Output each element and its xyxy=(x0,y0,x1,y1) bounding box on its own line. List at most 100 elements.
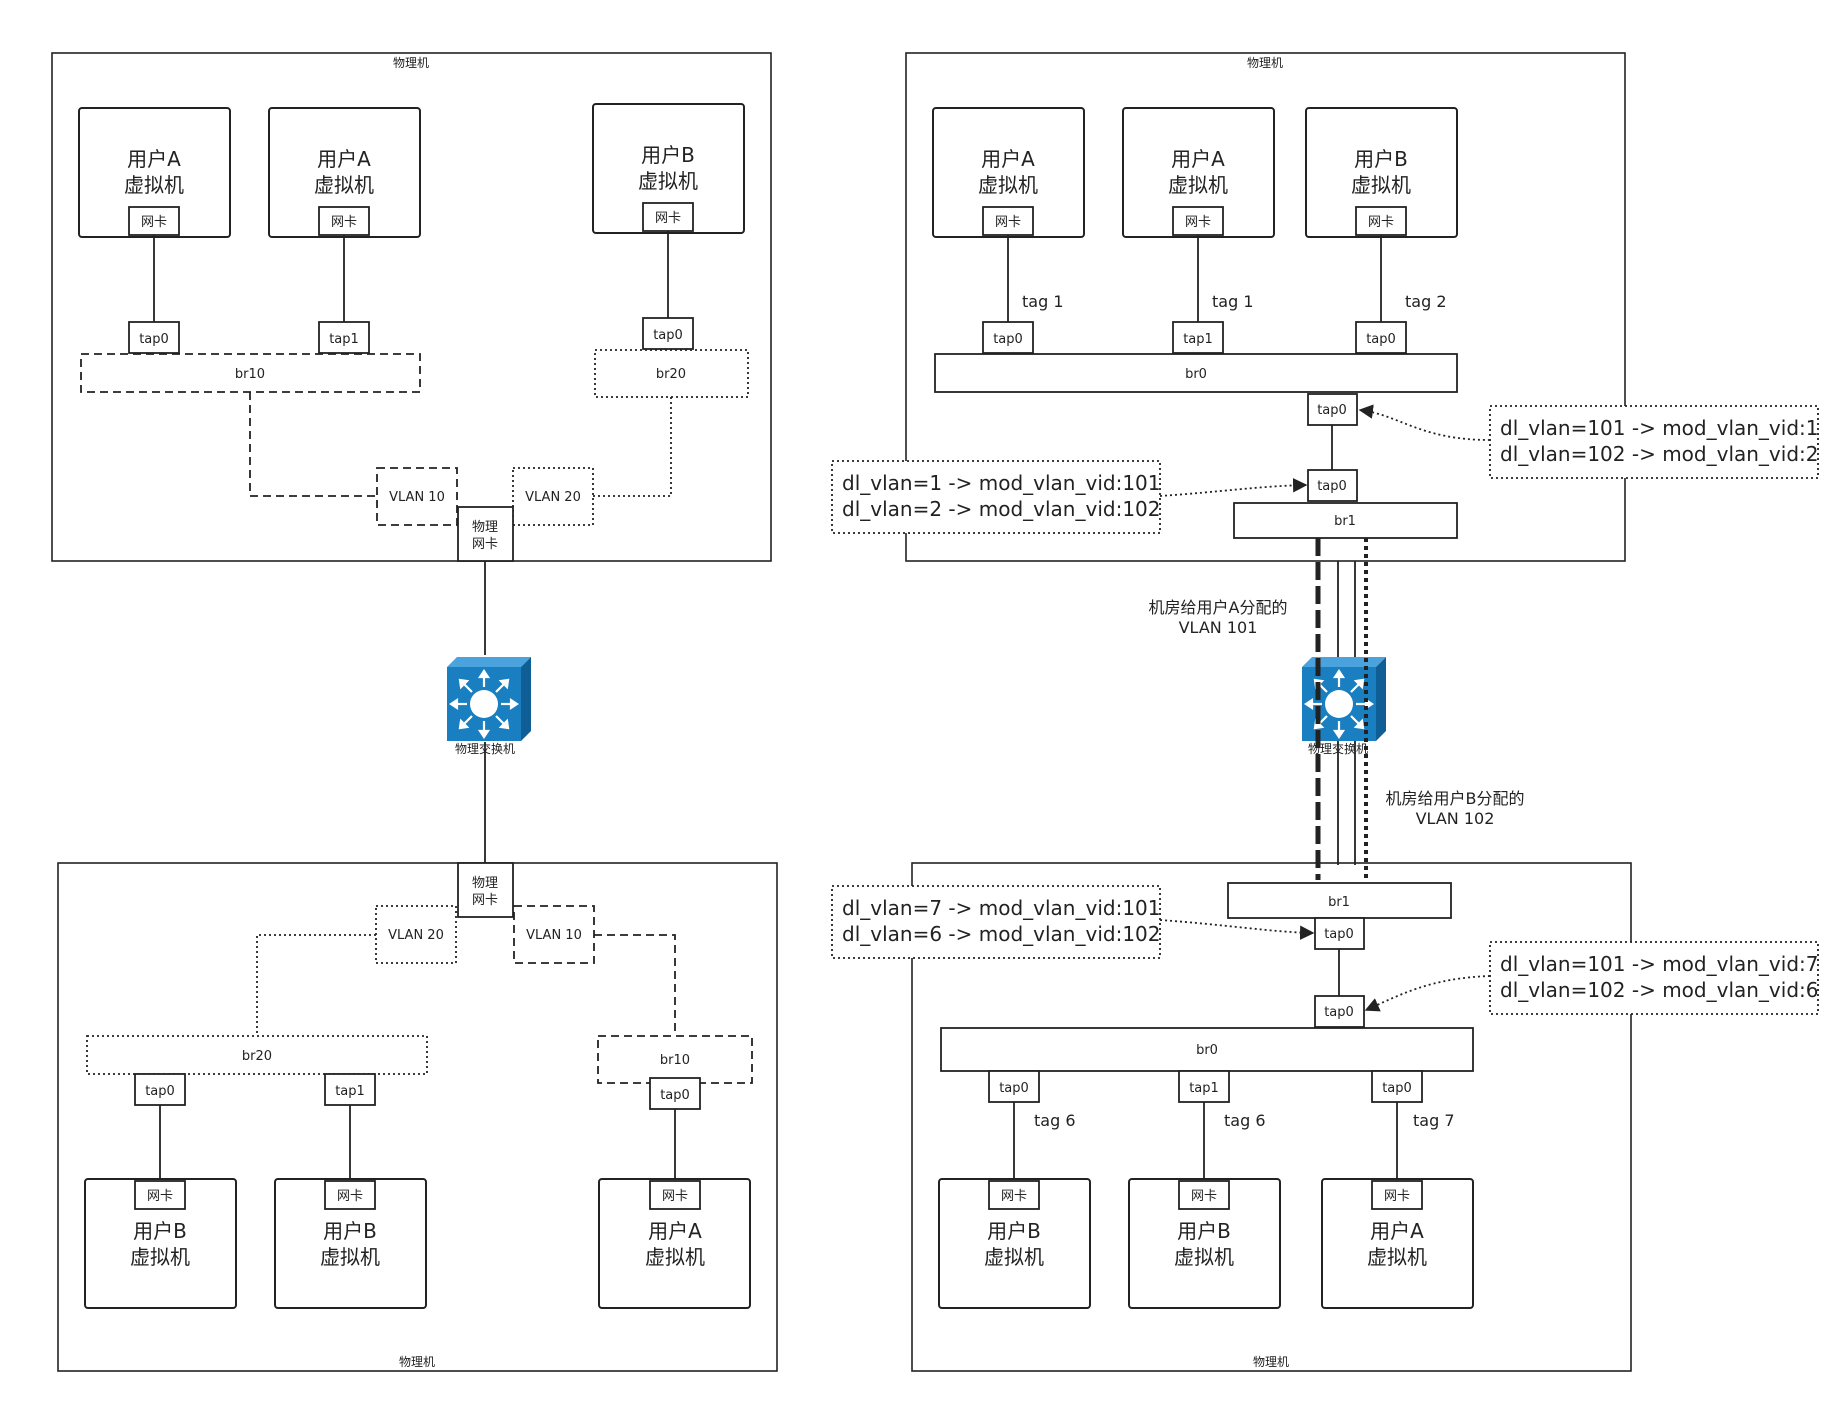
vm-type-label: 虚拟机 xyxy=(645,1245,705,1269)
tap-label: tap0 xyxy=(1317,403,1347,418)
flow-rule-br0-bottom: dl_vlan=101 -> mod_vlan_vid:7 dl_vlan=10… xyxy=(1364,941,1819,1015)
vm-nic[interactable] xyxy=(1355,206,1407,236)
host-label: 物理机 xyxy=(393,56,429,70)
flow-rule-arrow xyxy=(1358,404,1491,441)
vm-type-label: 虚拟机 xyxy=(638,169,698,193)
vm-nic[interactable] xyxy=(1371,1180,1423,1210)
bridge-br20[interactable] xyxy=(86,1035,428,1075)
vm-nic-label: 网卡 xyxy=(995,215,1021,230)
bridge-br0[interactable] xyxy=(940,1027,1474,1072)
vm-owner-label: 用户A xyxy=(127,147,181,171)
vlan-20[interactable] xyxy=(512,467,594,526)
vm-nic-label: 网卡 xyxy=(1368,215,1394,230)
bridge-label: br0 xyxy=(1196,1043,1218,1058)
tap-label: tap1 xyxy=(1189,1081,1219,1096)
vm-type-label: 虚拟机 xyxy=(984,1245,1044,1269)
vm-box[interactable] xyxy=(84,1178,237,1309)
flow-rule-line: dl_vlan=2 -> mod_vlan_vid:102 xyxy=(842,497,1161,521)
tap-port[interactable] xyxy=(642,317,694,350)
host-label: 物理机 xyxy=(1247,56,1283,70)
bridge-label: br10 xyxy=(660,1053,690,1068)
vlan-label: VLAN 10 xyxy=(389,490,445,505)
host-frame xyxy=(57,862,778,1372)
flow-rule-line: dl_vlan=102 -> mod_vlan_vid:2 xyxy=(1500,442,1819,466)
vm-box[interactable] xyxy=(1321,1178,1474,1309)
vm-type-label: 虚拟机 xyxy=(314,173,374,197)
bridge-br20[interactable] xyxy=(594,349,749,398)
tap-label: tap0 xyxy=(1317,479,1347,494)
tap-port[interactable] xyxy=(1172,321,1224,354)
vm-nic-label: 网卡 xyxy=(337,1189,363,1204)
switch-label: 物理交换机 xyxy=(1308,741,1368,756)
vlan-alloc-b-label: VLAN 102 xyxy=(1416,809,1495,828)
physical-nic[interactable] xyxy=(457,862,514,918)
vm-nic[interactable] xyxy=(649,1180,701,1210)
physical-nic-label: 网卡 xyxy=(472,893,498,908)
vm-nic[interactable] xyxy=(988,1180,1040,1210)
vlan-10[interactable] xyxy=(376,467,458,526)
vm-nic[interactable] xyxy=(318,206,370,236)
vm-owner-label: 用户B xyxy=(133,1219,187,1243)
vm-type-label: 虚拟机 xyxy=(1174,1245,1234,1269)
vm-owner-label: 用户A xyxy=(1171,147,1225,171)
vm-nic-label: 网卡 xyxy=(1185,215,1211,230)
vm-type-label: 虚拟机 xyxy=(124,173,184,197)
vlan-label: VLAN 10 xyxy=(526,928,582,943)
tap-label: tap1 xyxy=(335,1084,365,1099)
flow-rule-arrow xyxy=(1159,478,1308,497)
vm-nic-label: 网卡 xyxy=(662,1189,688,1204)
vlan-10[interactable] xyxy=(513,905,595,964)
tap-port[interactable] xyxy=(1355,321,1407,354)
tap-port[interactable] xyxy=(982,321,1034,354)
vm-owner-label: 用户B xyxy=(323,1219,377,1243)
tap-label: tap0 xyxy=(660,1088,690,1103)
patch-tap-br1[interactable] xyxy=(1307,469,1358,502)
vm-nic[interactable] xyxy=(324,1180,376,1210)
right-top-host: 物理机 用户A 虚拟机 网卡 用户A 虚拟机 网卡 用户B 虚拟机 网卡 tag… xyxy=(905,52,1626,562)
vm-type-label: 虚拟机 xyxy=(978,173,1038,197)
bridge-br1[interactable] xyxy=(1227,882,1452,919)
tap-label: tap0 xyxy=(993,332,1023,347)
vlan-tag-label: tag 1 xyxy=(1022,292,1064,311)
bridge-br10[interactable] xyxy=(80,353,421,393)
tap-port[interactable] xyxy=(128,321,180,354)
switch-icon[interactable] xyxy=(445,655,533,743)
vm-box[interactable] xyxy=(598,1178,751,1309)
link-br10-vlan10 xyxy=(249,392,377,497)
flow-rule-arrow xyxy=(1364,975,1491,1012)
vm-owner-label: 用户B xyxy=(1177,1219,1231,1243)
vm-box[interactable] xyxy=(938,1178,1091,1309)
vm-type-label: 虚拟机 xyxy=(1367,1245,1427,1269)
tap-port[interactable] xyxy=(1178,1070,1230,1103)
vlan-tag-label: tag 7 xyxy=(1413,1111,1455,1130)
bridge-br0[interactable] xyxy=(934,353,1458,393)
host-frame xyxy=(905,52,1626,562)
flow-rule-box xyxy=(831,460,1161,534)
bridge-br1[interactable] xyxy=(1233,502,1458,539)
vm-box[interactable] xyxy=(274,1178,427,1309)
vm-type-label: 虚拟机 xyxy=(320,1245,380,1269)
tap-port[interactable] xyxy=(1371,1070,1423,1103)
vm-owner-label: 用户B xyxy=(987,1219,1041,1243)
patch-tap-br0[interactable] xyxy=(1314,995,1365,1028)
link-br20-vlan20 xyxy=(592,397,672,497)
flow-rule-line: dl_vlan=1 -> mod_vlan_vid:101 xyxy=(842,471,1161,495)
vlan-alloc-a-label: VLAN 101 xyxy=(1179,618,1258,637)
tap-port[interactable] xyxy=(318,321,370,354)
bridge-label: br0 xyxy=(1185,367,1207,382)
bridge-label: br20 xyxy=(242,1049,272,1064)
patch-tap-br1[interactable] xyxy=(1314,917,1365,950)
physical-nic-label: 物理 xyxy=(472,876,498,891)
vm-nic-label: 网卡 xyxy=(1384,1189,1410,1204)
vm-nic[interactable] xyxy=(1178,1180,1230,1210)
vm-nic[interactable] xyxy=(134,1180,186,1210)
vm-box[interactable] xyxy=(1128,1178,1281,1309)
vm-owner-label: 用户A xyxy=(981,147,1035,171)
vlan-tag-label: tag 1 xyxy=(1212,292,1254,311)
physical-nic-label: 网卡 xyxy=(472,537,498,552)
flow-rule-box xyxy=(831,885,1161,959)
switch-icon[interactable] xyxy=(1300,655,1388,743)
vm-nic-label: 网卡 xyxy=(1001,1189,1027,1204)
tap-label: tap0 xyxy=(1324,1005,1354,1020)
flow-rule-br1-top: dl_vlan=1 -> mod_vlan_vid:101 dl_vlan=2 … xyxy=(831,460,1308,534)
